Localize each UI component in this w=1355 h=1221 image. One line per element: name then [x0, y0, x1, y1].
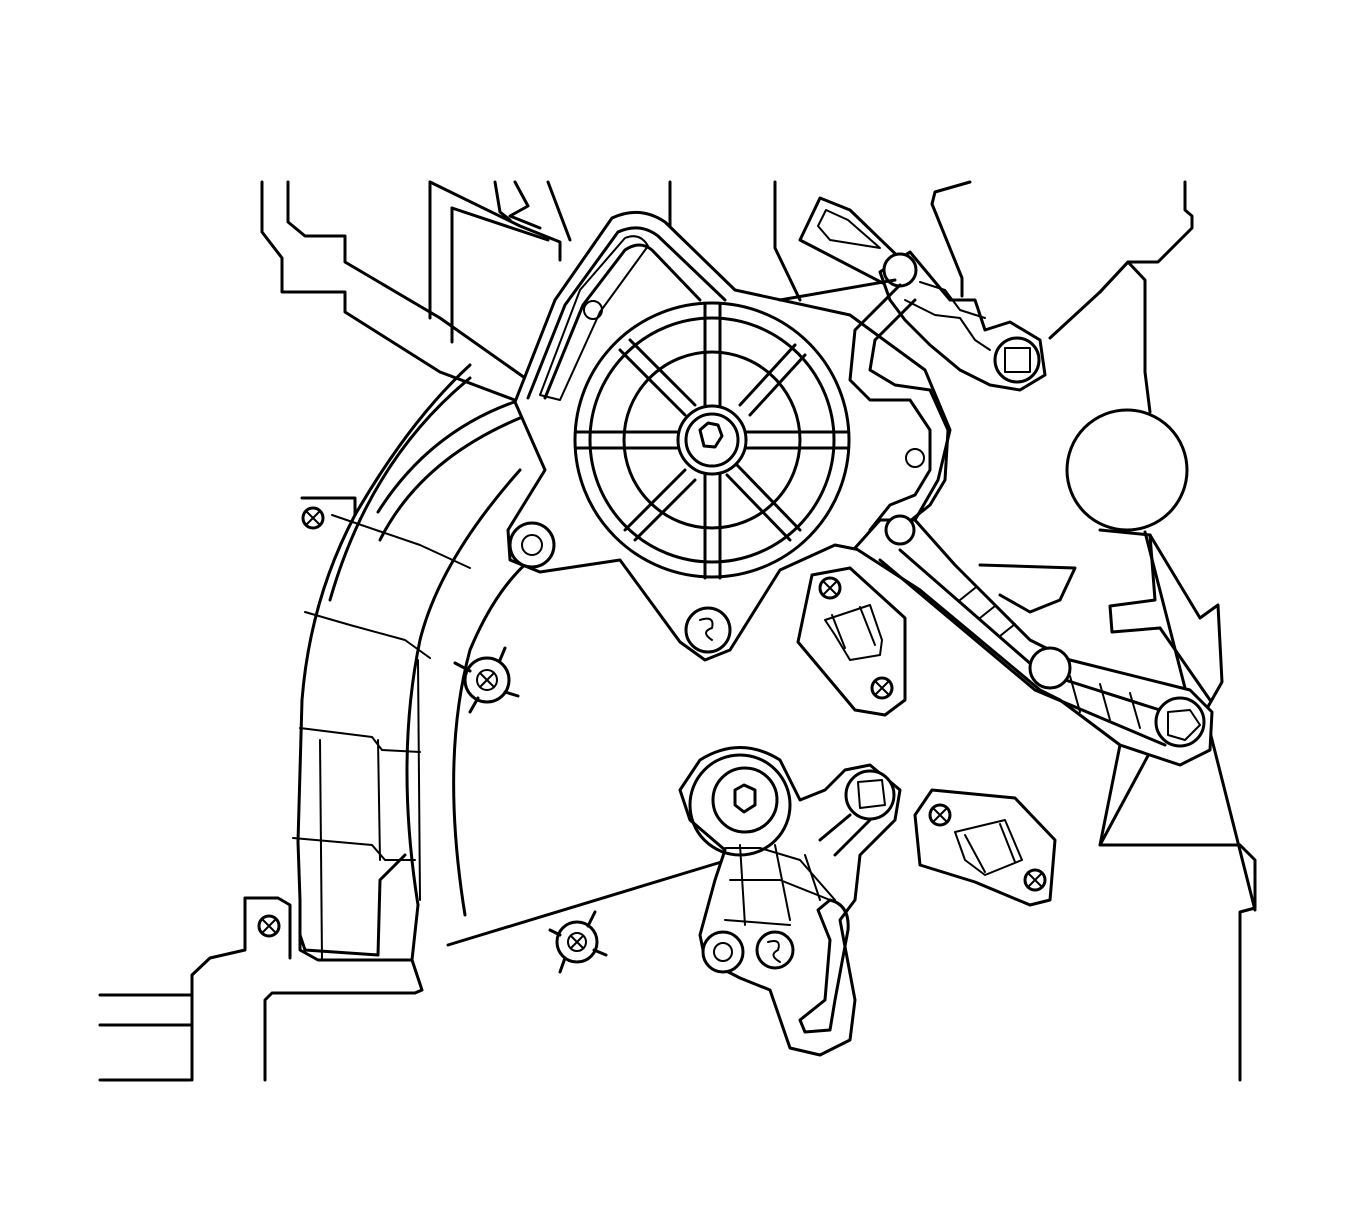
door-link-lever-lower [853, 514, 1214, 767]
door-shaft-crank-center [678, 746, 902, 1057]
door-shaft-crank-right [1065, 408, 1189, 537]
screw-icon [1023, 868, 1047, 892]
fastener-location-icon [548, 910, 608, 974]
screw-icon [870, 676, 894, 700]
screw-icon [818, 576, 842, 600]
door-shaft-crank-upper-right [978, 563, 1077, 614]
screw-icon [257, 914, 281, 938]
actuator-lever-arm-upper [778, 196, 1047, 532]
hvac-case-housing [98, 180, 1257, 1082]
screw-icon [928, 803, 952, 827]
screw-icon [301, 506, 325, 530]
fastener-location-icon [453, 646, 520, 714]
actuator-motor [506, 210, 952, 662]
